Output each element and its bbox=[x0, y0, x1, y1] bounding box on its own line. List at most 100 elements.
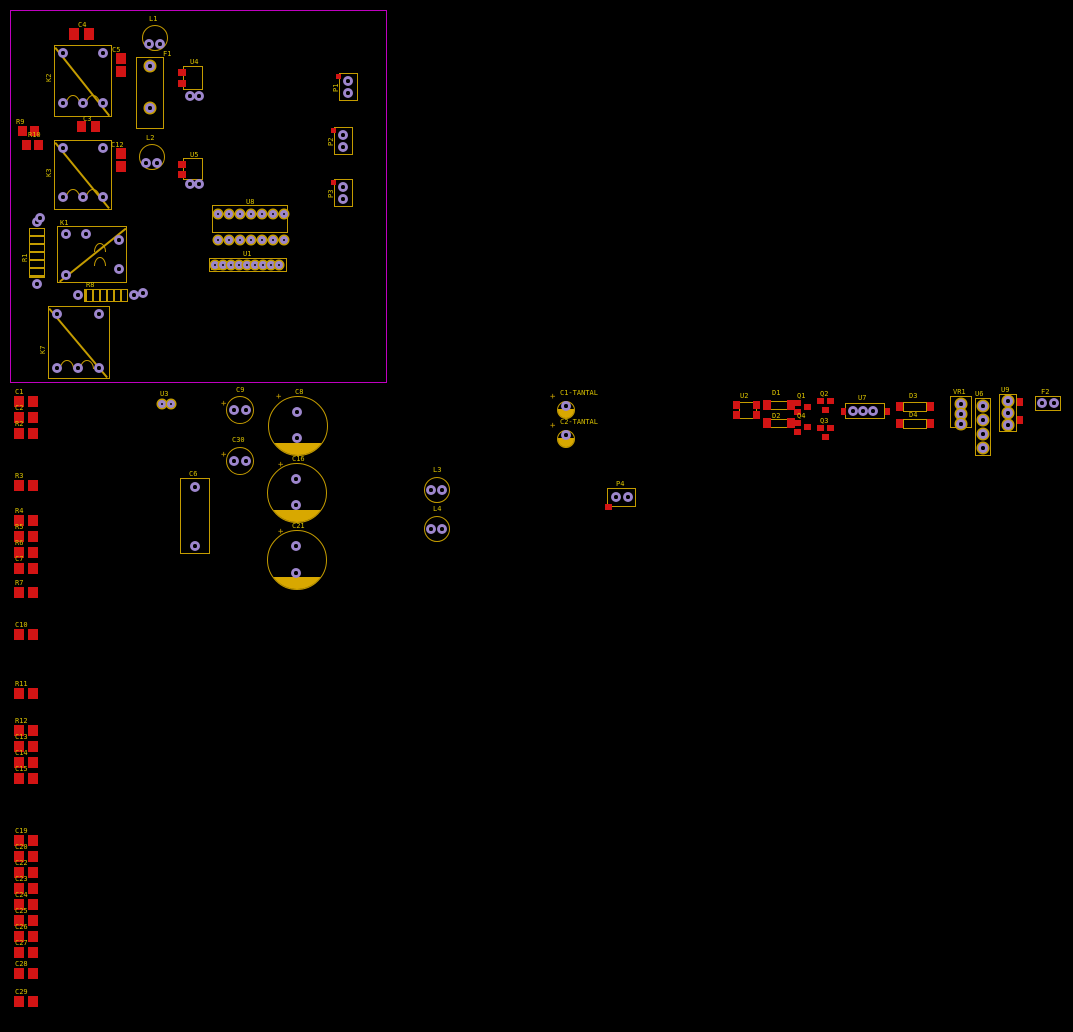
D2-smd-pad[interactable] bbox=[787, 418, 795, 428]
U8-tht-pad[interactable] bbox=[269, 236, 277, 244]
col-C10-smd-pad-1[interactable] bbox=[14, 629, 24, 640]
U8-silk-outline[interactable] bbox=[212, 205, 288, 233]
L4-tht-pad[interactable] bbox=[437, 524, 447, 534]
col-R6-smd-pad-1[interactable] bbox=[14, 547, 24, 558]
col-C15-smd-pad-2[interactable] bbox=[28, 773, 38, 784]
U2-smd-pad[interactable] bbox=[753, 401, 760, 409]
Q3-smd-pad[interactable] bbox=[817, 425, 824, 431]
col-C7-smd-pad-1[interactable] bbox=[14, 563, 24, 574]
U4-tht-pad[interactable] bbox=[185, 91, 195, 101]
D4-smd-pad[interactable] bbox=[896, 419, 903, 428]
U5-smd-pad[interactable] bbox=[178, 171, 186, 178]
col-C14-smd-pad-2[interactable] bbox=[28, 757, 38, 768]
col-C14-smd-pad-1[interactable] bbox=[14, 757, 24, 768]
U1-tht-pad[interactable] bbox=[243, 261, 251, 269]
L3-silk-circle[interactable] bbox=[424, 477, 450, 503]
U7-tht-pad[interactable] bbox=[848, 406, 858, 416]
P2-tht-pad[interactable] bbox=[338, 142, 348, 152]
col-C24-smd-pad-1[interactable] bbox=[14, 899, 24, 910]
L3-tht-pad[interactable] bbox=[426, 485, 436, 495]
R8-silk-outline[interactable] bbox=[84, 289, 128, 302]
Q1-smd-pad[interactable] bbox=[804, 404, 811, 410]
Q3-smd-pad[interactable] bbox=[822, 434, 829, 440]
C12-smd-pad[interactable] bbox=[116, 161, 126, 172]
D1-smd-pad[interactable] bbox=[763, 400, 771, 410]
VIA2-tht-pad[interactable] bbox=[138, 288, 148, 298]
C21-tht-pad[interactable] bbox=[291, 568, 301, 578]
L1-silk-circle[interactable] bbox=[142, 25, 168, 51]
U5-tht-pad[interactable] bbox=[194, 179, 204, 189]
P4-silk-outline[interactable] bbox=[607, 488, 636, 507]
K2-tht-pad[interactable] bbox=[58, 98, 68, 108]
col-C19-smd-pad-2[interactable] bbox=[28, 835, 38, 846]
C9-tht-pad[interactable] bbox=[229, 405, 239, 415]
R10-smd-pad[interactable] bbox=[34, 140, 43, 150]
U1-tht-pad[interactable] bbox=[251, 261, 259, 269]
U9-smd-pad[interactable] bbox=[1017, 416, 1023, 424]
col-R7-smd-pad-2[interactable] bbox=[28, 587, 38, 598]
col-R3-smd-pad-1[interactable] bbox=[14, 480, 24, 491]
Q1-smd-pad[interactable] bbox=[794, 400, 801, 406]
VIA1-tht-pad[interactable] bbox=[35, 213, 45, 223]
col-C25-smd-pad-1[interactable] bbox=[14, 915, 24, 926]
col-C27-smd-pad-2[interactable] bbox=[28, 947, 38, 958]
R1-tht-pad[interactable] bbox=[32, 279, 42, 289]
Q3-smd-pad[interactable] bbox=[827, 425, 834, 431]
col-C15-smd-pad-1[interactable] bbox=[14, 773, 24, 784]
K7-tht-pad[interactable] bbox=[94, 363, 104, 373]
L1-tht-pad[interactable] bbox=[144, 39, 154, 49]
col-R11-smd-pad-2[interactable] bbox=[28, 688, 38, 699]
U6-tht-pad[interactable] bbox=[978, 429, 988, 439]
col-R12-smd-pad-2[interactable] bbox=[28, 725, 38, 736]
F1-silk-outline[interactable] bbox=[136, 57, 164, 129]
Q1-smd-pad[interactable] bbox=[794, 409, 801, 415]
col-R12-smd-pad-1[interactable] bbox=[14, 725, 24, 736]
D2-smd-pad[interactable] bbox=[763, 418, 771, 428]
U8-tht-pad[interactable] bbox=[280, 236, 288, 244]
U7-smd-pad[interactable] bbox=[885, 408, 890, 415]
U1-tht-pad[interactable] bbox=[235, 261, 243, 269]
K7-tht-pad[interactable] bbox=[52, 309, 62, 319]
K3-tht-pad[interactable] bbox=[58, 143, 68, 153]
F2-tht-pad[interactable] bbox=[1049, 398, 1059, 408]
VR1-tht-pad[interactable] bbox=[956, 399, 966, 409]
P4-smd-pad[interactable] bbox=[605, 504, 612, 510]
U6-tht-pad[interactable] bbox=[978, 415, 988, 425]
col-C26-smd-pad-2[interactable] bbox=[28, 931, 38, 942]
col-R4-smd-pad-1[interactable] bbox=[14, 515, 24, 526]
K2-tht-pad[interactable] bbox=[98, 48, 108, 58]
C9-silk-circle[interactable] bbox=[226, 396, 254, 424]
C8-silk-circle[interactable] bbox=[268, 396, 328, 456]
col-R4-smd-pad-2[interactable] bbox=[28, 515, 38, 526]
P4-tht-pad[interactable] bbox=[611, 492, 621, 502]
U2-silk-outline[interactable] bbox=[739, 402, 757, 419]
K3-silk-outline[interactable] bbox=[54, 140, 112, 210]
U7-smd-pad[interactable] bbox=[841, 408, 846, 415]
D3-smd-pad[interactable] bbox=[896, 402, 903, 411]
K7-silk-outline[interactable] bbox=[48, 306, 110, 379]
C1-TANTAL-tht-pad[interactable] bbox=[561, 401, 571, 411]
U1-tht-pad[interactable] bbox=[219, 261, 227, 269]
U8-tht-pad[interactable] bbox=[269, 210, 277, 218]
P2-silk-outline[interactable] bbox=[334, 127, 353, 155]
C16-silk-circle[interactable] bbox=[267, 463, 327, 523]
U2-smd-pad[interactable] bbox=[753, 411, 760, 419]
col-R11-smd-pad-1[interactable] bbox=[14, 688, 24, 699]
C8-tht-pad[interactable] bbox=[292, 433, 302, 443]
D4-silk-outline[interactable] bbox=[903, 419, 927, 429]
K2-tht-pad[interactable] bbox=[98, 98, 108, 108]
U4-silk-outline[interactable] bbox=[183, 66, 203, 90]
P1-tht-pad[interactable] bbox=[343, 76, 353, 86]
U8-tht-pad[interactable] bbox=[258, 236, 266, 244]
K3-tht-pad[interactable] bbox=[78, 192, 88, 202]
L2-tht-pad[interactable] bbox=[152, 158, 162, 168]
L3-tht-pad[interactable] bbox=[437, 485, 447, 495]
col-C28-smd-pad-1[interactable] bbox=[14, 968, 24, 979]
F2-tht-pad[interactable] bbox=[1037, 398, 1047, 408]
col-C1-smd-pad-1[interactable] bbox=[14, 396, 24, 407]
col-C27-smd-pad-1[interactable] bbox=[14, 947, 24, 958]
U7-tht-pad[interactable] bbox=[858, 406, 868, 416]
col-C25-smd-pad-2[interactable] bbox=[28, 915, 38, 926]
col-C29-smd-pad-2[interactable] bbox=[28, 996, 38, 1007]
U8-tht-pad[interactable] bbox=[214, 236, 222, 244]
